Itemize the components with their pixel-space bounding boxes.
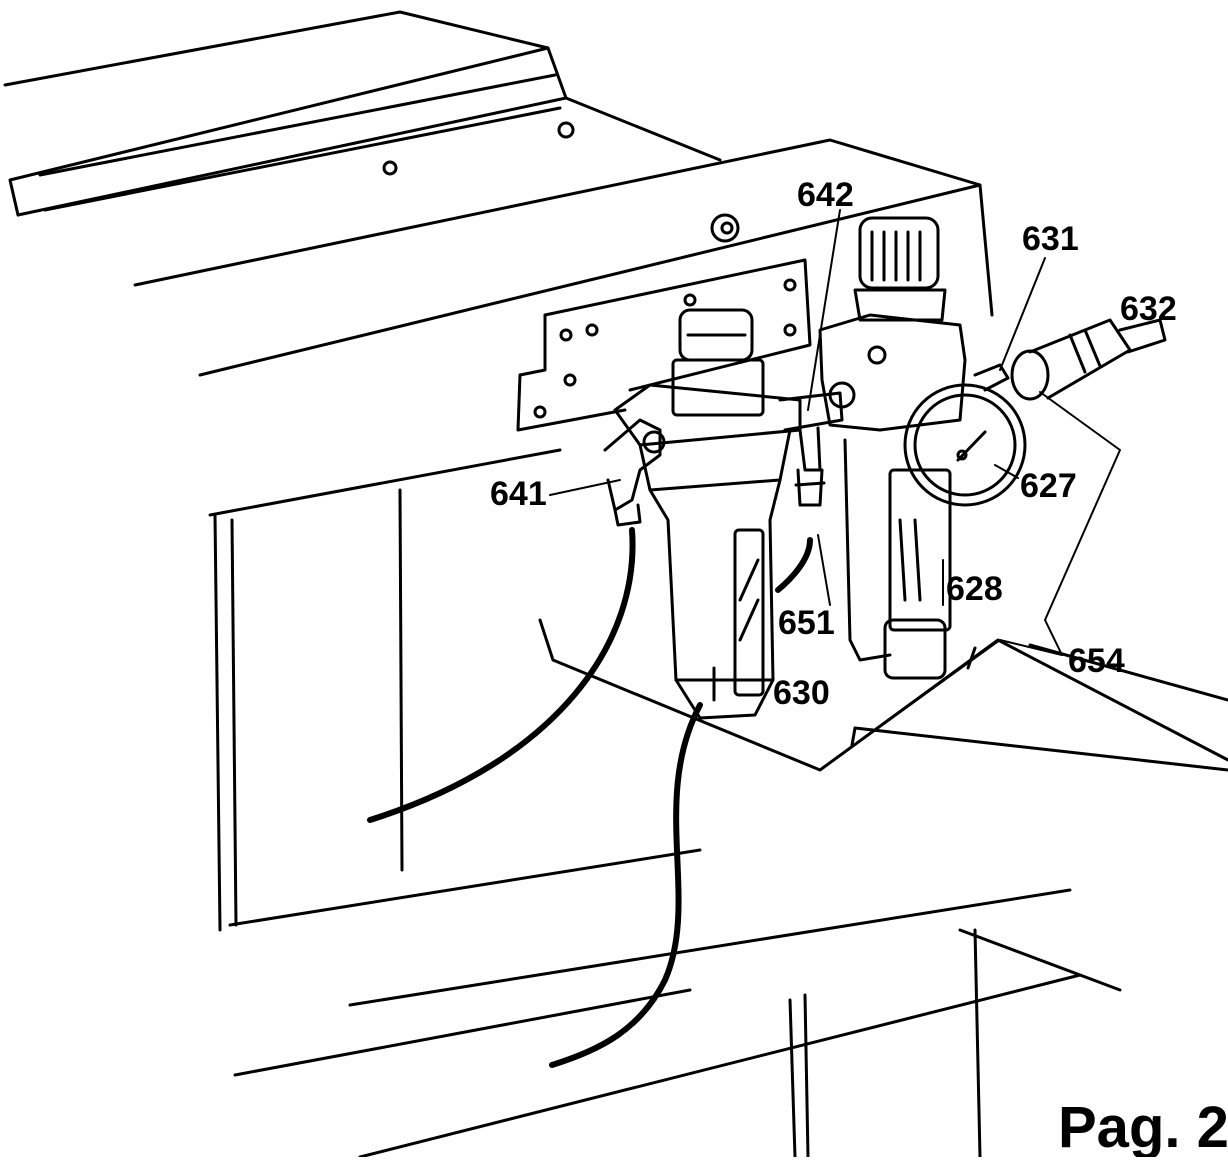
callout-632: 632 (1120, 290, 1177, 328)
regulator-unit (818, 216, 967, 680)
callout-651: 651 (778, 604, 835, 642)
callout-627: 627 (1020, 467, 1077, 505)
callout-630: 630 (773, 674, 830, 712)
callout-654: 654 (1068, 642, 1125, 680)
page-number-label: Pag. 2 (1058, 1095, 1228, 1157)
machine-top-cover (3, 10, 722, 217)
callout-641: 641 (490, 475, 547, 513)
callout-642: 642 (797, 176, 854, 214)
mounting-bracket (516, 258, 812, 432)
callout-labels: 642 631 632 641 627 628 651 630 654 Pag.… (490, 176, 1228, 1160)
tee-fitting (778, 391, 844, 507)
machine-panel (133, 138, 1228, 1159)
elbow-fitting (603, 418, 666, 527)
air-hoses (367, 527, 813, 1068)
callout-628: 628 (946, 570, 1003, 608)
quick-coupling (973, 318, 1167, 401)
pressure-gauge (903, 383, 1027, 507)
leader-lines (549, 209, 1121, 771)
panel-nut (710, 213, 740, 243)
callout-631: 631 (1022, 220, 1079, 258)
